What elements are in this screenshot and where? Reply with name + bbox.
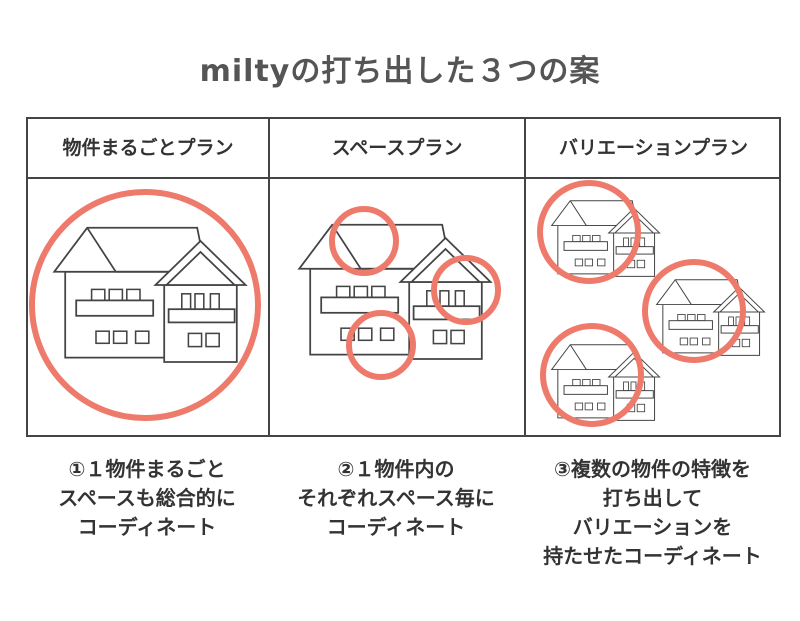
house-icon (551, 200, 661, 277)
plan-caption-whole: ①１物件まるごと スペースも総合的に コーディネート (26, 455, 268, 542)
plan-caption-space: ②１物件内の それぞれスペース毎に コーディネート (268, 455, 524, 542)
highlight-circle (29, 189, 261, 421)
highlight-circle (537, 180, 641, 284)
house-icon (53, 226, 247, 363)
highlight-circle (540, 323, 644, 427)
caption-line: それぞれスペース毎に (297, 486, 495, 510)
caption-line: バリエーションを (572, 515, 733, 539)
house-icon (656, 279, 766, 356)
caption-line: 持たせたコーディネート (543, 544, 762, 568)
plan-header-whole: 物件まるごとプラン (62, 137, 234, 159)
highlight-circle (642, 259, 746, 363)
highlight-circle (346, 310, 416, 380)
caption-line: 打ち出して (602, 486, 703, 510)
plan-caption-variation: ③複数の物件の特徴を 打ち出して バリエーションを 持たせたコーディネート (524, 455, 781, 571)
caption-line: コーディネート (77, 515, 217, 539)
highlight-circle (431, 255, 501, 325)
header-divider (28, 177, 779, 179)
caption-line: ③複数の物件の特徴を (554, 457, 751, 481)
caption-line: コーディネート (326, 515, 466, 539)
plan-header-variation: バリエーションプラン (558, 137, 749, 159)
caption-line: ①１物件まるごと (68, 457, 226, 481)
highlight-circle (329, 206, 399, 276)
plan-header-space: スペースプラン (331, 137, 463, 159)
column-divider-1 (268, 119, 270, 435)
caption-line: ②１物件内の (337, 457, 455, 481)
page-title: miltyの打ち出した３つの案 (199, 54, 601, 89)
plan-table: 物件まるごとプラン スペースプラン バリエーションプラン (26, 117, 781, 437)
column-divider-2 (524, 119, 526, 435)
caption-line: スペースも総合的に (58, 486, 236, 510)
